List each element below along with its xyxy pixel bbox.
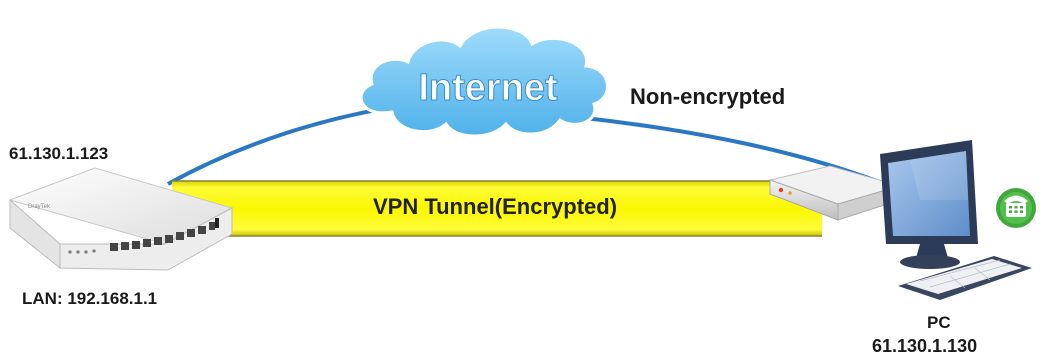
vpn-tunnel: VPN Tunnel(Encrypted) <box>172 180 822 237</box>
pc-monitor-icon <box>880 140 978 269</box>
router-lan-ip-label: LAN: 192.168.1.1 <box>22 289 158 308</box>
pc-ip-label: 61.130.1.130 <box>872 336 978 356</box>
router-icon: DrayTek <box>8 167 234 271</box>
vpn-tunnel-label: VPN Tunnel(Encrypted) <box>373 194 617 219</box>
cloud-icon: Internet <box>359 25 609 138</box>
cloud-label: Internet <box>418 67 558 109</box>
non-encrypted-label: Non-encrypted <box>630 84 786 109</box>
keyboard-icon <box>898 256 1032 300</box>
phone-icon <box>996 188 1036 228</box>
svg-text:DrayTek: DrayTek <box>28 204 51 210</box>
pc-name-label: PC <box>927 313 951 332</box>
router-wan-ip-label: 61.130.1.123 <box>9 144 109 163</box>
